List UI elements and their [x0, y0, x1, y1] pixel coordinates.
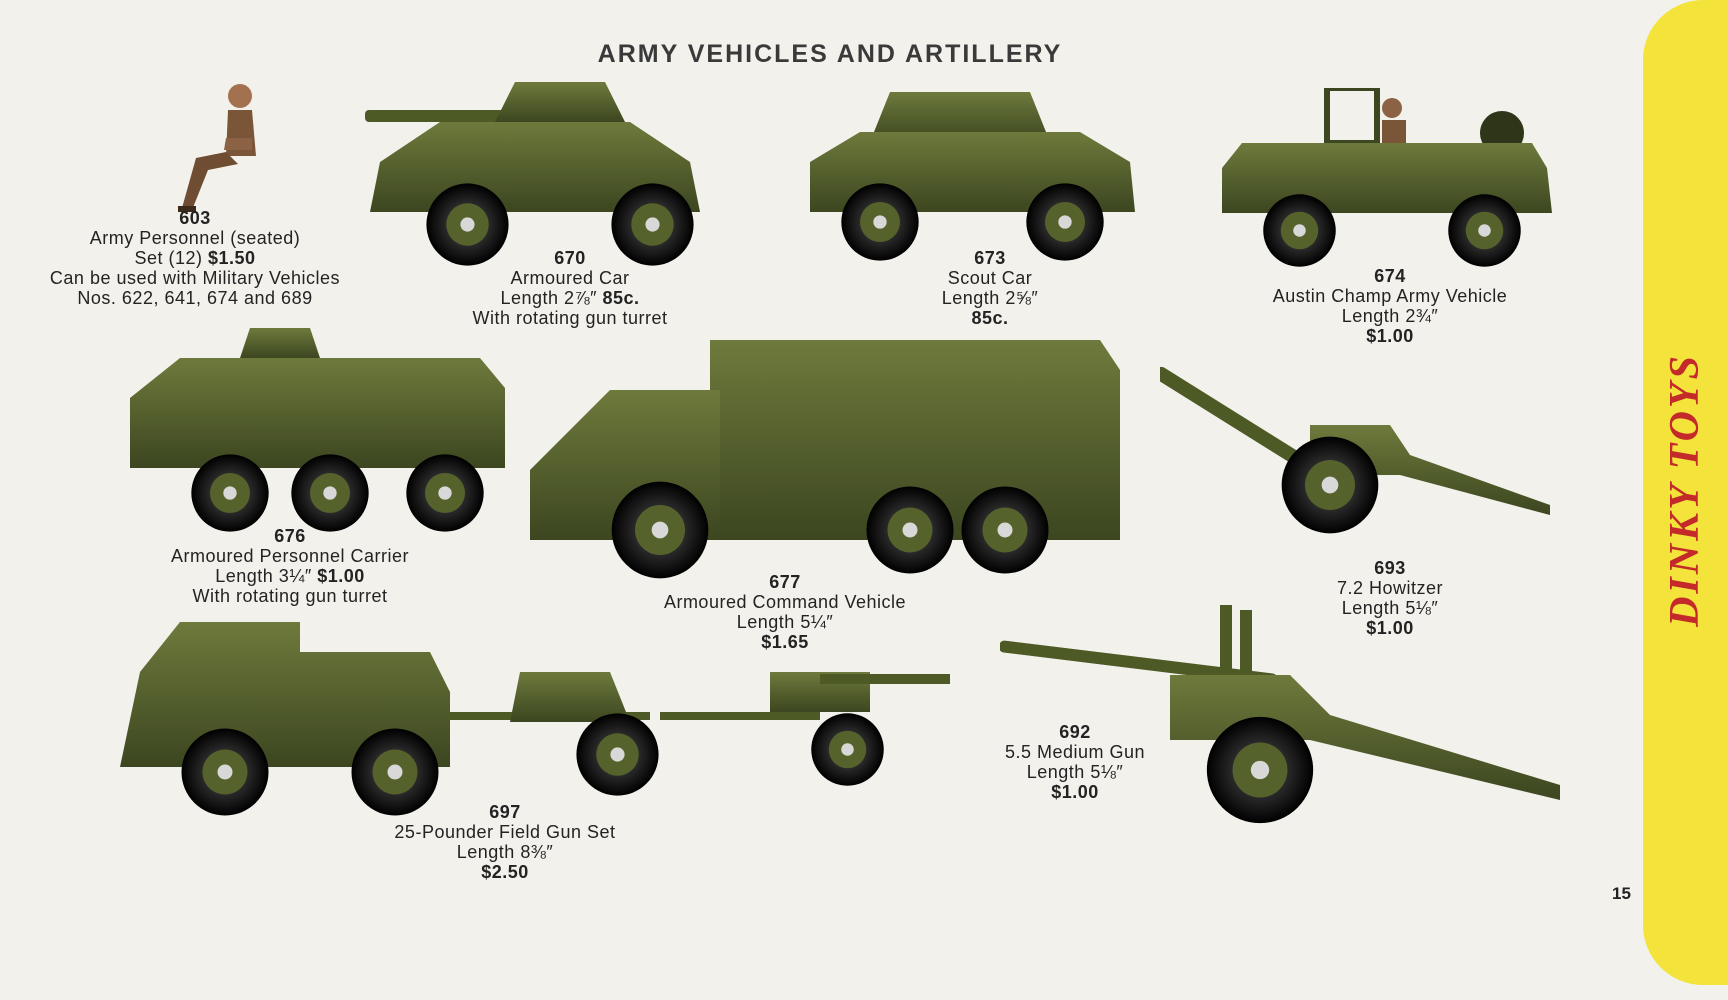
item-676-name: Armoured Personnel Carrier: [170, 546, 410, 566]
medium-gun-image: [1000, 605, 1560, 824]
item-670-feature: With rotating gun turret: [472, 308, 668, 328]
field-gun-set-image: [120, 622, 950, 816]
item-674-name: Austin Champ Army Vehicle: [1272, 286, 1508, 306]
item-673-price: 85c.: [971, 308, 1009, 328]
item-670-caption: 670 Armoured Car Length 2⅞″ 85c. With ro…: [430, 248, 710, 328]
item-603-set: Set (12) $1.50: [30, 248, 360, 268]
item-693-number: 693: [1374, 558, 1406, 578]
item-692-caption: 692 5.5 Medium Gun Length 5⅛″ $1.00: [975, 722, 1175, 802]
item-676-length-label: Length 3¼″: [215, 566, 318, 586]
item-670-price: 85c.: [602, 288, 640, 308]
page-title: ARMY VEHICLES AND ARTILLERY: [597, 40, 1063, 68]
item-693-length: Length 5⅛″: [1341, 598, 1439, 618]
armoured-personnel-carrier-image: [130, 328, 505, 532]
item-603-note-numbers: Nos. 622, 641, 674 and 689: [77, 288, 313, 308]
item-697-name: 25-Pounder Field Gun Set: [394, 822, 616, 842]
item-697-price: $2.50: [481, 862, 529, 882]
item-697-length: Length 8⅜″: [456, 842, 554, 862]
item-603-note: Can be used with Military Vehicles: [49, 268, 341, 288]
item-603-name: Army Personnel (seated): [89, 228, 301, 248]
item-674-number: 674: [1374, 266, 1406, 286]
item-603-price: $1.50: [207, 248, 256, 268]
item-673-name: Scout Car: [947, 268, 1033, 288]
item-670-length: Length 2⅞″ 85c.: [430, 288, 710, 308]
item-697-caption: 697 25-Pounder Field Gun Set Length 8⅜″ …: [350, 802, 660, 882]
item-674-length: Length 2¾″: [1341, 306, 1439, 326]
army-personnel-figure-image: [178, 84, 256, 212]
item-603-caption: 603 Army Personnel (seated) Set (12) $1.…: [30, 208, 360, 308]
item-676-feature: With rotating gun turret: [192, 586, 388, 606]
item-693-price: $1.00: [1366, 618, 1414, 638]
item-692-length: Length 5⅛″: [1026, 762, 1124, 782]
item-677-price: $1.65: [761, 632, 809, 652]
item-673-number: 673: [974, 248, 1006, 268]
page-number: 15: [1612, 884, 1631, 903]
item-693-caption: 693 7.2 Howitzer Length 5⅛″ $1.00: [1290, 558, 1490, 638]
item-603-number: 603: [179, 208, 211, 228]
item-677-caption: 677 Armoured Command Vehicle Length 5¼″ …: [630, 572, 940, 652]
side-tab: [1643, 0, 1728, 985]
item-692-price: $1.00: [1051, 782, 1099, 802]
armoured-car-image: [365, 82, 700, 266]
side-tab-label: DINKY TOYS: [1648, 330, 1722, 650]
scout-car-image: [810, 92, 1135, 261]
item-673-length: Length 2⅝″: [941, 288, 1039, 308]
howitzer-image: [1160, 366, 1550, 534]
item-677-length: Length 5¼″: [736, 612, 834, 632]
item-674-price: $1.00: [1366, 326, 1414, 346]
item-670-length-label: Length 2⅞″: [500, 288, 603, 308]
item-676-price: $1.00: [317, 566, 365, 586]
item-673-caption: 673 Scout Car Length 2⅝″ 85c.: [870, 248, 1110, 328]
item-670-number: 670: [554, 248, 586, 268]
item-676-number: 676: [274, 526, 306, 546]
item-670-name: Armoured Car: [510, 268, 630, 288]
item-697-number: 697: [489, 802, 521, 822]
item-692-number: 692: [1059, 722, 1091, 742]
item-676-caption: 676 Armoured Personnel Carrier Length 3¼…: [120, 526, 460, 606]
item-677-number: 677: [769, 572, 801, 592]
item-677-name: Armoured Command Vehicle: [663, 592, 907, 612]
item-692-name: 5.5 Medium Gun: [1004, 742, 1146, 762]
item-674-caption: 674 Austin Champ Army Vehicle Length 2¾″…: [1250, 266, 1530, 346]
item-676-length: Length 3¼″ $1.00: [120, 566, 460, 586]
brand-label: DINKY TOYS: [1662, 353, 1709, 627]
item-693-name: 7.2 Howitzer: [1336, 578, 1444, 598]
item-603-set-label: Set (12): [134, 248, 208, 268]
armoured-command-vehicle-image: [530, 340, 1120, 579]
austin-champ-image: [1222, 88, 1552, 267]
